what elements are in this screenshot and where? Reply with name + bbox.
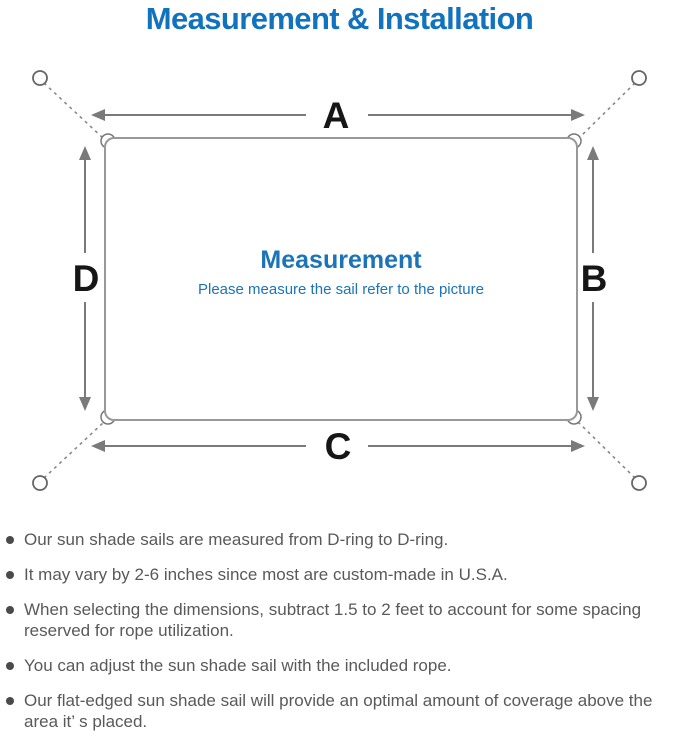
page-title: Measurement & Installation xyxy=(145,1,534,36)
rope-top-right xyxy=(577,82,636,140)
diagram-center-title: Measurement xyxy=(260,246,422,274)
rope-bottom-left xyxy=(43,421,105,479)
anchor-ring-icon xyxy=(32,70,48,86)
arrowhead-down-icon xyxy=(587,397,599,411)
sail-outline xyxy=(104,137,578,421)
dimension-label-b: B xyxy=(581,258,608,299)
dimension-label-c: C xyxy=(325,426,352,467)
bullet-icon xyxy=(6,662,14,670)
note-item: You can adjust the sun shade sail with t… xyxy=(6,655,676,676)
note-item: When selecting the dimensions, subtract … xyxy=(6,599,676,641)
arrow-b xyxy=(587,146,599,411)
notes-list: Our sun shade sails are measured from D-… xyxy=(6,529,676,746)
bullet-icon xyxy=(6,571,14,579)
dimension-label-d: D xyxy=(73,258,100,299)
bullet-icon xyxy=(6,536,14,544)
dimension-label-a: A xyxy=(323,95,350,136)
anchor-ring-icon xyxy=(631,475,647,491)
arrow-c xyxy=(91,440,585,452)
arrowhead-up-icon xyxy=(79,146,91,160)
rope-top-left xyxy=(43,82,105,140)
note-text: Our sun shade sails are measured from D-… xyxy=(24,530,449,549)
note-item: Our sun shade sails are measured from D-… xyxy=(6,529,676,550)
arrowhead-left-icon xyxy=(91,109,105,121)
diagram-center-subtitle: Please measure the sail refer to the pic… xyxy=(198,281,484,298)
measurement-diagram: A B C D Measurement Please measure the s… xyxy=(32,70,647,491)
anchor-rings xyxy=(32,70,647,491)
rope-bottom-right xyxy=(577,421,636,479)
bullet-icon xyxy=(6,606,14,614)
anchor-ring-icon xyxy=(32,475,48,491)
arrowhead-right-icon xyxy=(571,109,585,121)
note-text: You can adjust the sun shade sail with t… xyxy=(24,656,452,675)
arrow-d xyxy=(79,146,91,411)
arrowhead-up-icon xyxy=(587,146,599,160)
note-text: It may vary by 2-6 inches since most are… xyxy=(24,565,508,584)
note-item: It may vary by 2-6 inches since most are… xyxy=(6,564,676,585)
note-text: Our flat-edged sun shade sail will provi… xyxy=(24,691,653,731)
bullet-icon xyxy=(6,697,14,705)
arrowhead-right-icon xyxy=(571,440,585,452)
note-text: When selecting the dimensions, subtract … xyxy=(24,600,642,640)
arrow-a xyxy=(91,109,585,121)
arrowhead-down-icon xyxy=(79,397,91,411)
note-item: Our flat-edged sun shade sail will provi… xyxy=(6,690,676,732)
arrowhead-left-icon xyxy=(91,440,105,452)
anchor-ring-icon xyxy=(631,70,647,86)
